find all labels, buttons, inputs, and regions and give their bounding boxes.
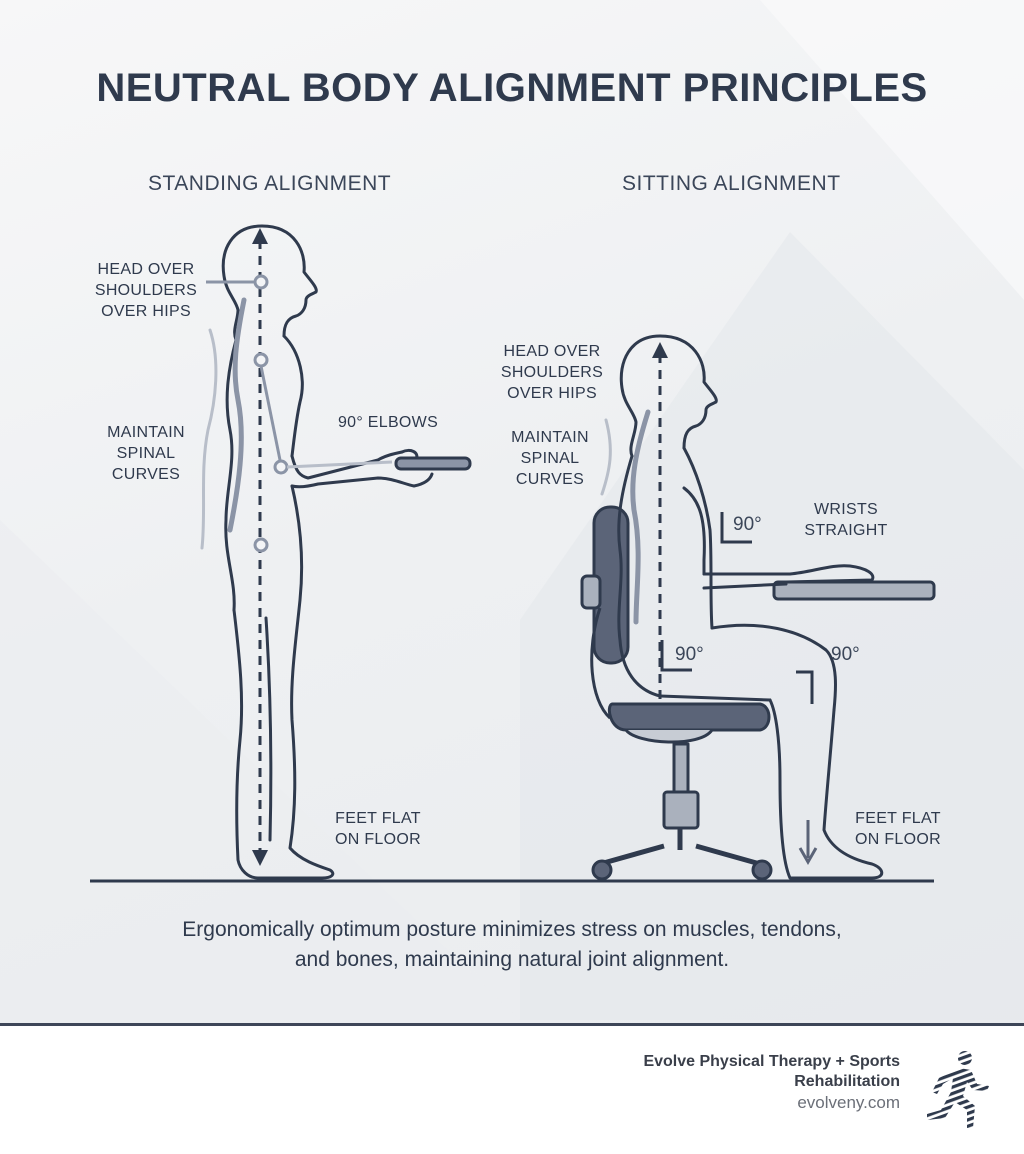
standing-head-label-line3: OVER HIPS: [101, 303, 191, 320]
footer: [0, 1026, 1024, 1154]
sitting-spine-label-line3: CURVES: [515, 471, 585, 488]
sitting-feet-label-line2: ON FLOOR: [855, 831, 941, 848]
brand-name-line2: Rehabilitation: [794, 1073, 900, 1090]
standing-spine-label-line1: MAINTAIN: [107, 424, 185, 441]
sitting-spine-curve: [630, 409, 651, 625]
brand-name-line1: Evolve Physical Therapy + Sports: [643, 1053, 900, 1070]
caption-line1: Ergonomically optimum posture minimizes …: [182, 918, 842, 941]
ear-marker: [253, 274, 269, 290]
sitting-knee-angle: 90°: [831, 644, 860, 665]
standing-arrow-up: [252, 228, 268, 244]
sitting-wrists-label-line1: WRISTS: [813, 501, 879, 518]
standing-spine-curve: [227, 297, 247, 533]
standing-feet-label-line1: FEET FLAT: [335, 810, 421, 827]
sitting-head-label-line2: SHOULDERS: [500, 364, 604, 381]
elbow-marker: [273, 459, 289, 475]
standing-heading: STANDING ALIGNMENT: [148, 172, 392, 195]
sitting-feet-label: FEET FLAT ON FLOOR: [846, 808, 950, 850]
standing-head-label-line2: SHOULDERS: [94, 282, 198, 299]
brand-block: Evolve Physical Therapy + Sports Rehabil…: [500, 1052, 900, 1114]
standing-head-label: HEAD OVER SHOULDERS OVER HIPS: [86, 259, 206, 322]
caption-line2: and bones, maintaining natural joint ali…: [294, 948, 730, 971]
sitting-head-label-line1: HEAD OVER: [503, 343, 601, 360]
standing-feet-label: FEET FLAT ON FLOOR: [326, 808, 430, 850]
standing-elbow-label: 90° ELBOWS: [337, 414, 439, 431]
caption: Ergonomically optimum posture minimizes …: [100, 915, 924, 975]
standing-figure: [221, 224, 434, 880]
desk: [772, 580, 936, 601]
elbow-right-angle: [720, 512, 752, 544]
office-chair: [580, 505, 773, 881]
standing-feet-label-line2: ON FLOOR: [335, 831, 421, 848]
standing-head-label-line1: HEAD OVER: [97, 261, 195, 278]
standing-tray: [394, 456, 472, 471]
page-title: NEUTRAL BODY ALIGNMENT PRINCIPLES: [96, 66, 928, 110]
footer-divider: [0, 1023, 1024, 1026]
standing-arrow-down: [252, 850, 268, 866]
hip-marker: [253, 537, 269, 553]
sitting-head-label-line3: OVER HIPS: [507, 385, 597, 402]
sitting-spine-label: MAINTAIN SPINAL CURVES: [500, 427, 600, 490]
sitting-arrow-up: [652, 342, 668, 358]
standing-spine-label: MAINTAIN SPINAL CURVES: [96, 422, 196, 485]
knee-right-angle: [796, 670, 814, 704]
standing-spine-label-line3: CURVES: [111, 466, 181, 483]
hip-right-angle: [660, 640, 692, 672]
sitting-heading: SITTING ALIGNMENT: [622, 172, 841, 195]
sitting-wrists-label: WRISTS STRAIGHT: [794, 499, 898, 541]
sitting-spine-label-line2: SPINAL: [520, 450, 580, 467]
sitting-figure: [617, 334, 884, 880]
standing-spine-label-line2: SPINAL: [116, 445, 176, 462]
sitting-elbow-angle: 90°: [733, 514, 762, 535]
sitting-hip-angle: 90°: [675, 644, 704, 665]
running-figure-icon: [927, 1051, 989, 1128]
brand-url[interactable]: evolveny.com: [797, 1093, 900, 1112]
shoulder-marker: [253, 352, 269, 368]
posture-illustration: [90, 224, 936, 883]
sitting-wrists-label-line2: STRAIGHT: [804, 522, 888, 539]
standing-spine-indicator: [200, 328, 218, 550]
sitting-head-label: HEAD OVER SHOULDERS OVER HIPS: [492, 341, 612, 404]
sitting-spine-label-line1: MAINTAIN: [511, 429, 589, 446]
sitting-feet-label-line1: FEET FLAT: [855, 810, 941, 827]
